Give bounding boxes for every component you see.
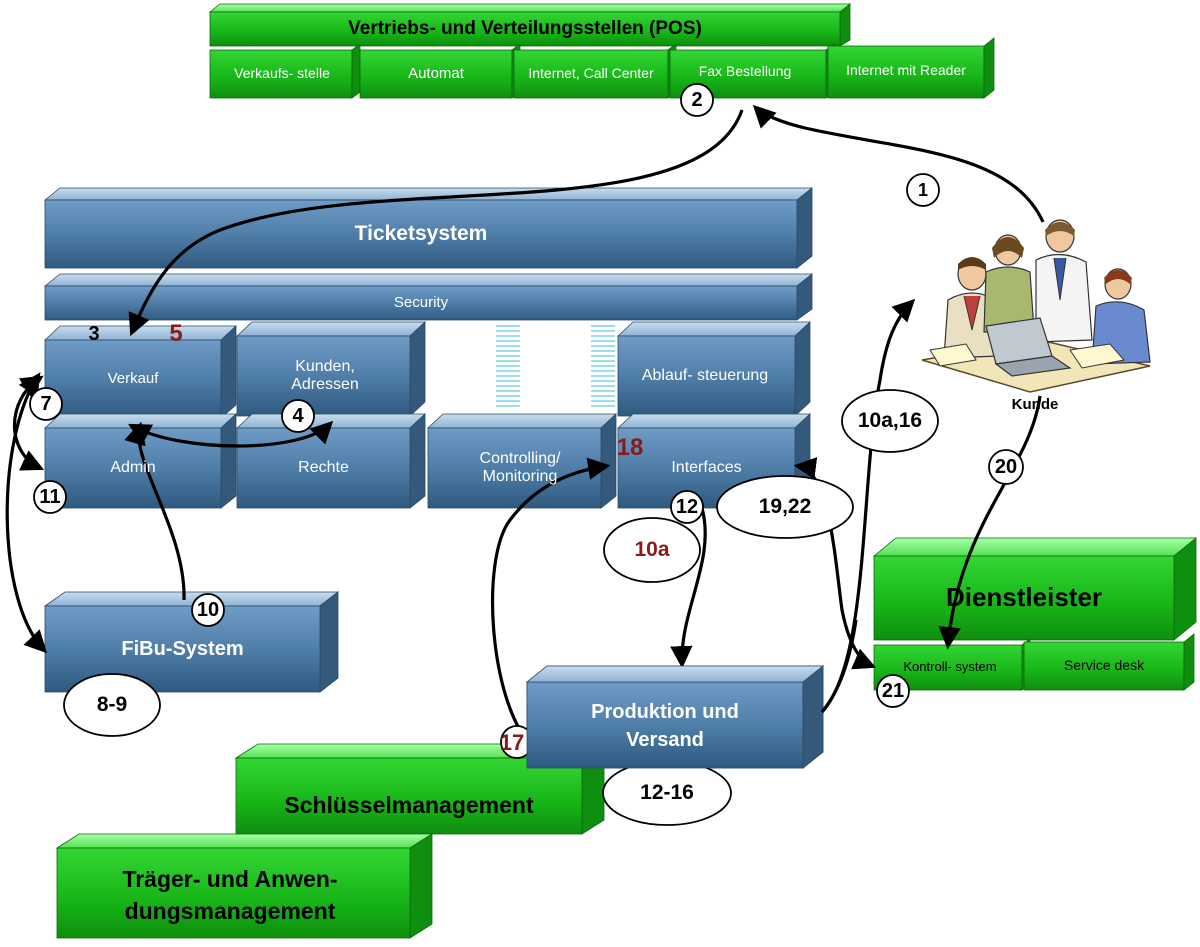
fibu-block [43,591,340,693]
traeger-label: Träger- und Anwen- dungsmanagement [122,865,338,924]
security-label: Security [393,293,449,311]
module-kunden-adressen: Kunden, Adressen [291,358,359,393]
arrow-verkauf-kunden [128,420,334,448]
marker-11: 11 [39,485,61,508]
ticketsystem-title: Ticketsystem [354,222,488,246]
module-interfaces: Interfaces [671,459,742,477]
marker-5: 5 [169,320,183,347]
service-desk-label: Service desk [1063,657,1145,674]
kontroll-system-label: Kontroll- system [903,659,997,675]
marker-8-9: 8-9 [96,693,128,716]
marker-4: 4 [292,404,304,427]
arrow-verkauf-fibu [5,372,48,654]
marker-18: 18 [616,434,644,461]
marker-7: 7 [40,392,52,415]
marker-20: 20 [994,455,1018,478]
marker-1: 1 [917,179,928,200]
marker-3: 3 [88,322,100,345]
produktion-label: Produktion und Versand [591,701,739,751]
kunde-label: Kunde [1011,395,1059,413]
marker-10: 10 [196,598,220,621]
marker-17: 17 [499,730,525,755]
arrow-kunde-kontroll [938,395,1042,650]
dienstleister-title: Dienstleister [945,582,1103,613]
schluessel-label: Schlüsselmanagement [284,792,534,819]
kunde-people-illustration [921,219,1151,393]
fibu-label: FiBu-System [121,637,244,660]
marker-2: 2 [691,88,703,111]
module-admin: Admin [110,459,156,477]
module-rechte: Rechte [298,459,349,477]
marker-12: 12 [675,495,699,518]
marker-21: 21 [881,679,905,702]
arrow-pos-to-verkauf [128,109,744,337]
module-verkauf: Verkauf [107,369,159,387]
arrow-produktion-controlling [490,457,611,746]
arrow-kunde-to-pos [752,104,1045,223]
module-controlling-monitoring: Controlling/ Monitoring [479,450,561,485]
traeger-block [55,833,434,939]
striped-pillars [496,325,615,407]
marker-shapes [29,83,1024,826]
pos-channel-internet-reader: Internet mit Reader [846,62,966,79]
pos-channel-fax: Fax Bestellung [698,63,792,80]
arrow-fibu-verkauf [124,421,186,601]
marker-19-22: 19,22 [758,495,812,518]
pos-title: Vertriebs- und Verteilungsstellen (POS) [348,18,702,40]
marker-10a-16: 10a,16 [857,409,923,432]
pos-channel-boxes [209,37,995,99]
pos-channel-automat: Automat [408,64,464,82]
marker-12-16: 12-16 [640,781,694,804]
module-ablaufsteuerung: Ablauf- steuerung [641,367,769,385]
arrow-interfaces-produktion [670,507,707,669]
ticketsystem-block [43,187,814,321]
pos-channel-internet-callcenter: Internet, Call Center [528,65,654,82]
pos-block [208,3,995,99]
marker-10a: 10a [634,538,670,561]
pos-channel-verkaufsstelle: Verkaufs- stelle [234,65,330,82]
